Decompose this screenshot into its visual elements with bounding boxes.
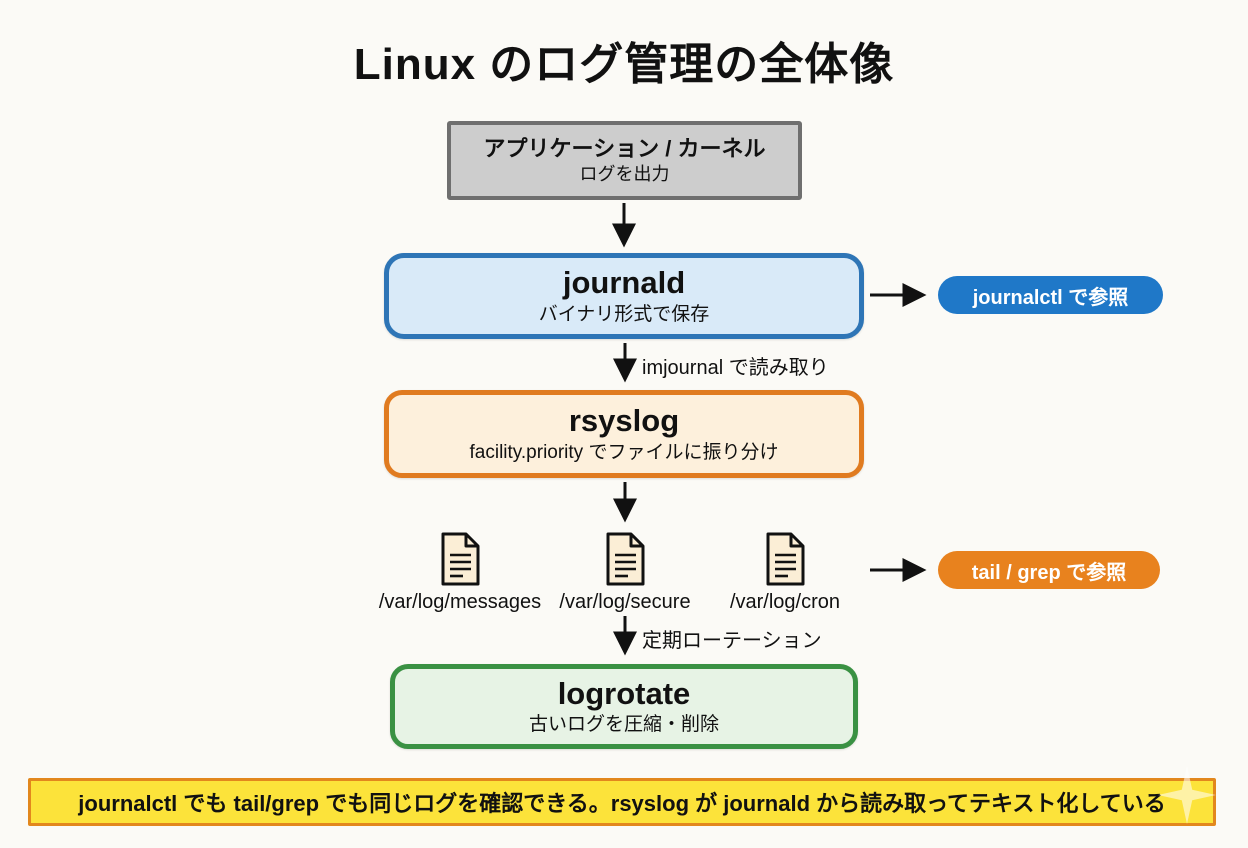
node-application-kernel: アプリケーション / カーネル ログを出力 [447, 121, 802, 200]
edge-label-imjournal: imjournal で読み取り [642, 357, 829, 379]
logfile-messages: /var/log/messages [365, 531, 555, 614]
document-icon [441, 532, 480, 586]
document-icon [606, 532, 645, 586]
logfile-secure-label: /var/log/secure [559, 591, 691, 613]
summary-banner: journalctl でも tail/grep でも同じログを確認できる。rsy… [28, 778, 1216, 826]
logfile-cron: /var/log/cron [690, 531, 880, 614]
tailgrep-reference-pill: tail / grep で参照 [938, 551, 1160, 589]
node-logrotate-title: logrotate [557, 675, 691, 711]
logfile-messages-label: /var/log/messages [378, 591, 542, 613]
node-rsyslog-subtitle: facility.priority でファイルに振り分け [469, 441, 779, 463]
node-application-kernel-subtitle: ログを出力 [579, 163, 670, 184]
node-logrotate-subtitle: 古いログを圧縮・削除 [528, 714, 719, 736]
node-application-kernel-title: アプリケーション / カーネル [483, 135, 766, 161]
node-journald-subtitle: バイナリ形式で保存 [538, 303, 710, 325]
tailgrep-reference-label: tail / grep で参照 [971, 561, 1127, 584]
page-title: Linux のログ管理の全体像 [353, 40, 895, 89]
journalctl-reference-pill: journalctl で参照 [938, 276, 1163, 314]
edge-label-rotation: 定期ローテーション [642, 630, 822, 652]
node-journald: journald バイナリ形式で保存 [384, 253, 864, 339]
logfile-secure: /var/log/secure [530, 531, 720, 614]
node-journald-title: journald [562, 265, 686, 301]
node-rsyslog: rsyslog facility.priority でファイルに振り分け [384, 390, 864, 478]
document-icon [766, 532, 805, 586]
summary-banner-text: journalctl でも tail/grep でも同じログを確認できる。rsy… [78, 791, 1166, 816]
logfile-cron-label: /var/log/cron [729, 591, 841, 613]
node-logrotate: logrotate 古いログを圧縮・削除 [390, 664, 858, 749]
node-rsyslog-title: rsyslog [568, 403, 680, 439]
journalctl-reference-label: journalctl で参照 [972, 286, 1129, 309]
